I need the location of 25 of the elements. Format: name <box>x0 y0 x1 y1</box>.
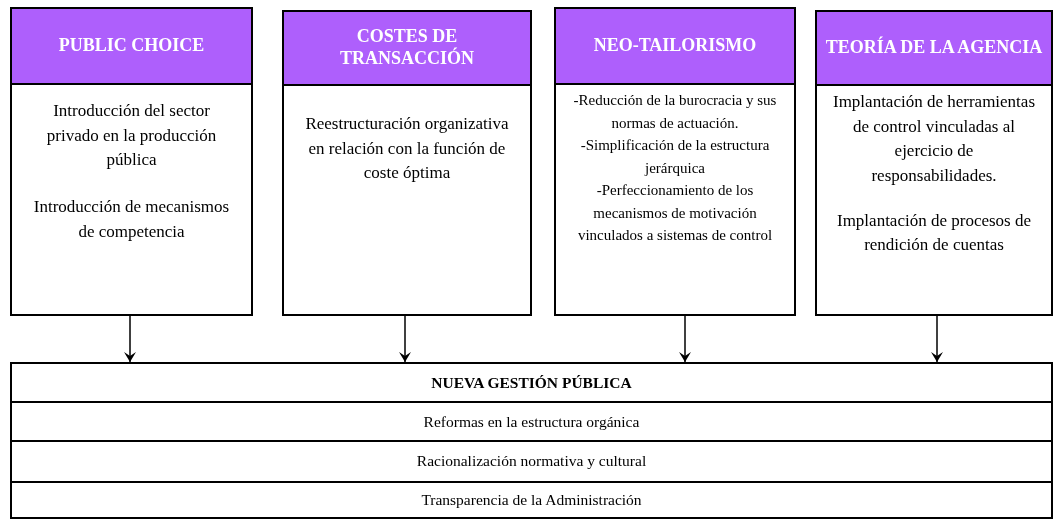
concept-card <box>10 7 253 316</box>
card-heading: TEORÍA DE LA AGENCIA <box>817 12 1051 86</box>
concept-card <box>815 10 1053 316</box>
arrow <box>124 315 136 363</box>
card-heading: PUBLIC CHOICE <box>12 9 251 85</box>
arrow <box>679 315 691 363</box>
card-text: Introducción del sector privado en la producción pública <box>45 100 218 172</box>
table-box <box>10 362 1053 519</box>
card-text: -Simplificación de la estructura jerárquica <box>579 136 771 178</box>
card-text: Introducción de mecanismos de competencia <box>32 195 231 243</box>
card-text: -Perfeccionamiento de los mecanismos de motivación vinculados a sistemas de control <box>576 181 774 245</box>
card-text: Implantación de procesos de rendición de cuentas <box>836 209 1032 257</box>
card-heading: COSTES DE TRANSACCIÓN <box>284 12 530 86</box>
arrow <box>399 315 411 363</box>
table-row: Reformas en la estructura orgánica <box>12 401 1051 440</box>
table-heading: NUEVA GESTIÓN PÚBLICA <box>430 372 633 393</box>
arrow <box>931 315 943 363</box>
concept-card <box>282 10 532 316</box>
card-text: Reestructuración organizativa en relación con la función de coste óptima <box>304 113 510 185</box>
table-row: Transparencia de la Administración <box>12 480 1051 517</box>
table-row: Racionalización normativa y cultural <box>12 440 1051 481</box>
card-text: -Reducción de la burocracia y sus normas de actuación. <box>572 91 778 133</box>
card-heading: NEO-TAILORISMO <box>556 9 794 85</box>
concept-card <box>554 7 796 316</box>
card-text: Implantación de herramientas de control vinculadas al ejercicio de responsabilidades. <box>832 91 1036 187</box>
